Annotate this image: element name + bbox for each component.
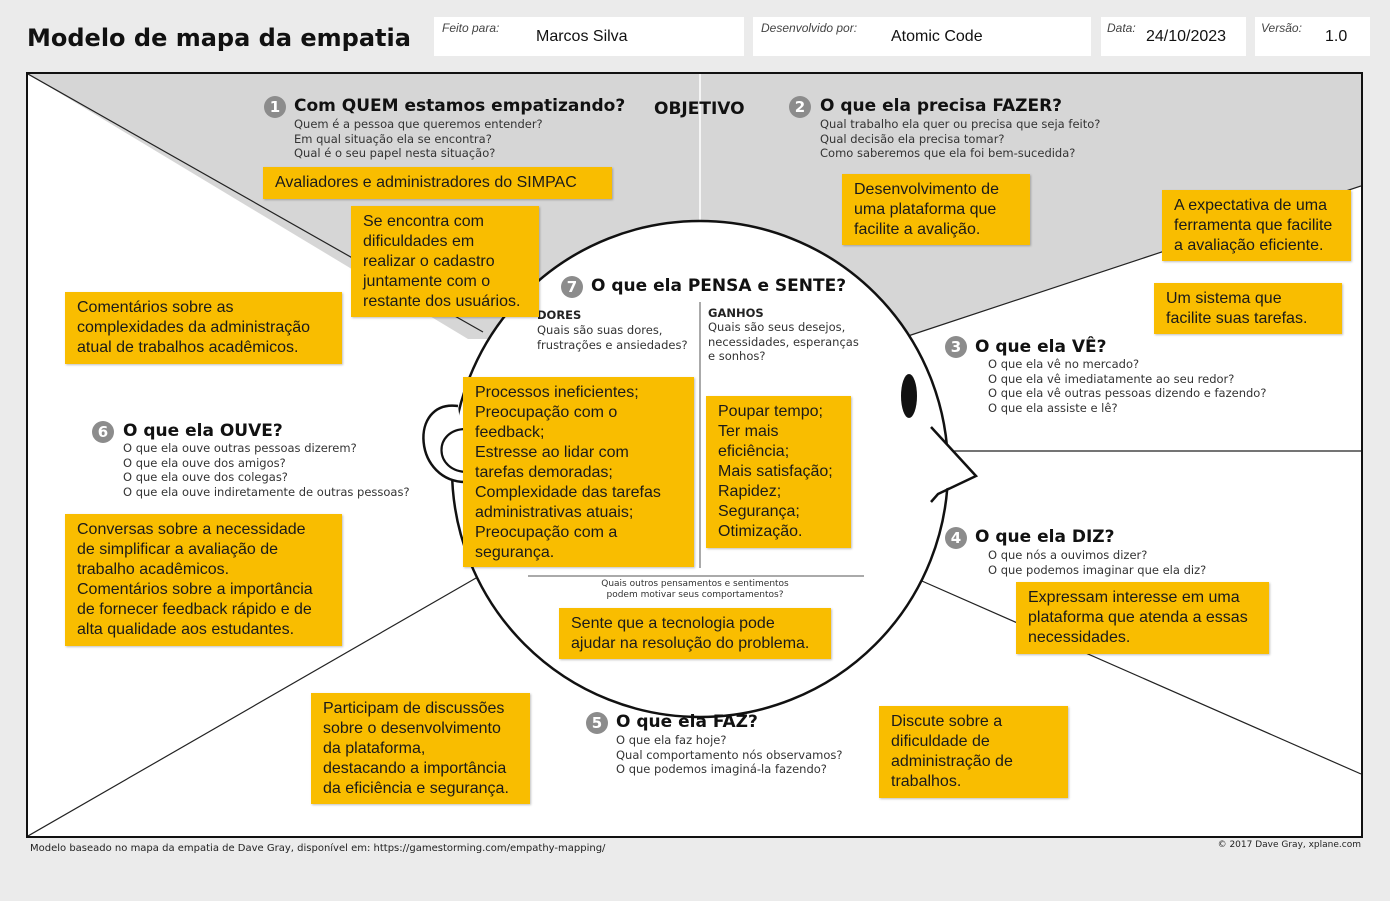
version-value: 1.0 bbox=[1325, 28, 1348, 45]
note-see-2[interactable]: Um sistema que facilite suas tarefas. bbox=[1154, 283, 1342, 334]
note-do[interactable]: Desenvolvimento de uma plataforma que fa… bbox=[842, 174, 1030, 245]
do-questions: Qual trabalho ela quer ou precisa que se… bbox=[820, 117, 1101, 160]
pains-questions: Quais são suas dores,frustrações e ansie… bbox=[537, 323, 688, 352]
gains-title: GANHOS bbox=[708, 306, 764, 320]
note-does-2[interactable]: Discute sobre a dificuldade de administr… bbox=[879, 706, 1068, 798]
developed-by-label: Desenvolvido por: bbox=[761, 21, 858, 35]
made-for-field[interactable]: Feito para: Marcos Silva bbox=[434, 17, 744, 56]
page-title: Modelo de mapa da empatia bbox=[27, 24, 411, 52]
see-title: O que ela VÊ? bbox=[975, 337, 1107, 357]
section-number-1: 1 bbox=[264, 96, 286, 118]
section-number-2: 2 bbox=[789, 96, 811, 118]
section-number-6: 6 bbox=[92, 421, 114, 443]
footer-credit: Modelo baseado no mapa da empatia de Dav… bbox=[30, 843, 606, 854]
does-questions: O que ela faz hoje?Qual comportamento nó… bbox=[616, 733, 843, 776]
do-title: O que ela precisa FAZER? bbox=[820, 96, 1063, 116]
hear-title: O que ela OUVE? bbox=[123, 421, 283, 441]
note-pains[interactable]: Processos ineficientes; Preocupação com … bbox=[463, 377, 694, 567]
note-hear-2[interactable]: Conversas sobre a necessidade de simplif… bbox=[65, 514, 342, 646]
developed-by-value: Atomic Code bbox=[891, 28, 983, 45]
say-questions: O que nós a ouvimos dizer?O que podemos … bbox=[988, 548, 1207, 577]
pains-title: DORES bbox=[537, 308, 582, 322]
date-label: Data: bbox=[1107, 21, 1136, 35]
note-who-situation[interactable]: Se encontra com dificuldades em realizar… bbox=[351, 206, 539, 317]
note-gains[interactable]: Poupar tempo; Ter mais eficiência; Mais … bbox=[706, 396, 851, 548]
note-hear-1[interactable]: Comentários sobre as complexidades da ad… bbox=[65, 292, 342, 364]
ear bbox=[422, 404, 469, 484]
note-think-other[interactable]: Sente que a tecnologia pode ajudar na re… bbox=[559, 608, 831, 659]
made-for-value: Marcos Silva bbox=[536, 28, 628, 45]
note-say[interactable]: Expressam interesse em uma plataforma qu… bbox=[1016, 582, 1269, 654]
gains-questions: Quais são seus desejos,necessidades, esp… bbox=[708, 320, 859, 363]
date-value: 24/10/2023 bbox=[1146, 28, 1227, 45]
footer-copyright: © 2017 Dave Gray, xplane.com bbox=[1217, 840, 1361, 850]
date-field[interactable]: Data: 24/10/2023 bbox=[1101, 17, 1246, 56]
version-field[interactable]: Versão: 1.0 bbox=[1255, 17, 1370, 56]
see-questions: O que ela vê no mercado?O que ela vê ime… bbox=[988, 357, 1267, 415]
diagonal-bottom-left bbox=[28, 573, 484, 836]
note-does-1[interactable]: Participam de discussões sobre o desenvo… bbox=[311, 693, 530, 804]
section-number-7: 7 bbox=[561, 276, 583, 298]
eye bbox=[901, 374, 917, 418]
hear-questions: O que ela ouve outras pessoas dizerem?O … bbox=[123, 441, 410, 499]
who-questions: Quem é a pessoa que queremos entender?Em… bbox=[294, 117, 543, 160]
think-title: O que ela PENSA e SENTE? bbox=[591, 276, 847, 296]
who-title: Com QUEM estamos empatizando? bbox=[294, 96, 626, 116]
nose bbox=[933, 429, 976, 494]
section-number-4: 4 bbox=[945, 527, 967, 549]
diagonal-bottom-right bbox=[905, 573, 1361, 775]
developed-by-field[interactable]: Desenvolvido por: Atomic Code bbox=[753, 17, 1091, 56]
does-title: O que ela FAZ? bbox=[616, 712, 758, 732]
section-number-5: 5 bbox=[586, 712, 608, 734]
say-title: O que ela DIZ? bbox=[975, 527, 1115, 547]
objective-label: OBJETIVO bbox=[654, 99, 745, 119]
section-number-3: 3 bbox=[945, 336, 967, 358]
made-for-label: Feito para: bbox=[442, 21, 500, 35]
version-label: Versão: bbox=[1261, 21, 1302, 35]
note-see-1[interactable]: A expectativa de uma ferramenta que faci… bbox=[1162, 190, 1351, 261]
note-who[interactable]: Avaliadores e administradores do SIMPAC bbox=[263, 167, 612, 199]
